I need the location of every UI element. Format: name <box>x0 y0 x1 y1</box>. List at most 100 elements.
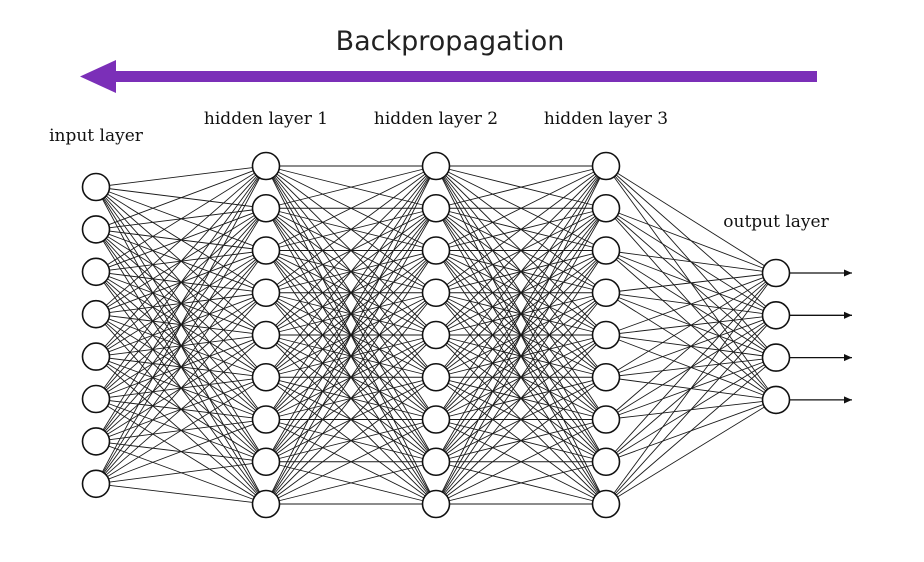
connection-l2-8-5 <box>435 376 607 505</box>
connection-l0-7-5 <box>95 376 267 485</box>
connection-l2-8-1 <box>435 208 607 505</box>
connection-l1-2-0 <box>265 165 437 251</box>
connection-l2-4-0 <box>435 165 607 336</box>
hidden2-neuron-4 <box>421 278 451 308</box>
connection-l0-4-0 <box>95 165 267 357</box>
hidden3-neuron-3 <box>591 236 621 265</box>
input-neuron-1 <box>81 172 111 202</box>
output-arrows <box>789 269 852 404</box>
input-neuron-8 <box>81 469 111 499</box>
connection-l0-7-7 <box>95 461 267 485</box>
connection-l1-8-6 <box>265 419 437 505</box>
connection-l0-7-3 <box>95 292 267 485</box>
connection-l1-7-0 <box>265 165 437 462</box>
hidden1-neuron-3 <box>251 236 281 265</box>
backpropagation-arrow <box>80 60 817 93</box>
hidden3-neuron-2 <box>591 193 621 223</box>
hidden3-neuron-6 <box>591 362 621 392</box>
connection-l2-2-0 <box>435 165 607 251</box>
hidden2-neuron-7 <box>421 405 451 434</box>
hidden-layer-3-label: hidden layer 3 <box>544 109 668 129</box>
connection-l0-7-1 <box>95 208 267 485</box>
hidden2-neuron-9 <box>421 489 451 519</box>
connection-l1-8-2 <box>265 250 437 505</box>
input-neuron-4 <box>81 299 111 329</box>
connection-l1-5-0 <box>265 165 437 378</box>
hidden1-neuron-6 <box>251 362 281 392</box>
output-neuron-2 <box>761 300 791 330</box>
connection-l3-8-3 <box>605 399 777 505</box>
connection-l0-7-4 <box>95 334 267 485</box>
connection-l1-8-0 <box>265 165 437 505</box>
hidden-layer-2-label: hidden layer 2 <box>374 109 498 129</box>
connection-l1-8-1 <box>265 208 437 505</box>
neurons <box>81 151 791 519</box>
connection-l2-8-3 <box>435 292 607 505</box>
input-neuron-2 <box>81 215 111 244</box>
hidden2-neuron-5 <box>421 320 451 350</box>
connection-l1-8-5 <box>265 376 437 505</box>
connection-l1-8-3 <box>265 292 437 505</box>
connection-l2-8-7 <box>435 461 607 505</box>
connection-l3-8-0 <box>605 272 777 505</box>
connection-l1-1-0 <box>265 165 437 209</box>
connection-l3-5-0 <box>605 272 777 378</box>
hidden3-neuron-4 <box>591 278 621 308</box>
input-neuron-3 <box>81 257 111 287</box>
hidden2-neuron-2 <box>421 193 451 223</box>
connection-l3-6-0 <box>605 272 777 420</box>
output-layer-label: output layer <box>723 212 829 232</box>
output-neuron-1 <box>761 258 791 288</box>
connection-l2-6-0 <box>435 165 607 420</box>
hidden1-neuron-1 <box>251 151 281 181</box>
hidden-layer-1-label: hidden layer 1 <box>204 109 328 129</box>
hidden1-neuron-7 <box>251 405 281 434</box>
connection-l2-8-4 <box>435 334 607 505</box>
hidden3-neuron-7 <box>591 405 621 434</box>
hidden3-neuron-8 <box>591 447 621 477</box>
connection-l3-8-2 <box>605 357 777 505</box>
connection-l0-7-6 <box>95 419 267 485</box>
hidden1-neuron-8 <box>251 447 281 477</box>
connection-l1-4-0 <box>265 165 437 336</box>
hidden2-neuron-6 <box>421 362 451 392</box>
connection-l0-7-2 <box>95 250 267 485</box>
connection-l2-3-0 <box>435 165 607 294</box>
connection-l0-3-0 <box>95 165 267 315</box>
connection-l3-3-0 <box>605 272 777 294</box>
connection-l1-8-4 <box>265 334 437 505</box>
connection-l0-7-0 <box>95 165 267 485</box>
input-neuron-6 <box>81 384 111 414</box>
connection-l0-1-0 <box>95 165 267 230</box>
hidden1-neuron-4 <box>251 278 281 308</box>
connection-l2-8-2 <box>435 250 607 505</box>
connection-l0-2-0 <box>95 165 267 273</box>
hidden3-neuron-5 <box>591 320 621 350</box>
hidden3-neuron-1 <box>591 151 621 181</box>
connection-l2-5-0 <box>435 165 607 378</box>
input-neuron-7 <box>81 427 111 456</box>
hidden1-neuron-9 <box>251 489 281 519</box>
output-neuron-4 <box>761 385 791 415</box>
hidden3-neuron-9 <box>591 489 621 519</box>
hidden2-neuron-8 <box>421 447 451 477</box>
connection-l1-6-0 <box>265 165 437 420</box>
connection-l1-8-7 <box>265 461 437 505</box>
connection-l3-2-0 <box>605 250 777 274</box>
connection-l3-0-0 <box>605 165 777 274</box>
input-layer-label: input layer <box>49 126 144 146</box>
connection-l1-3-0 <box>265 165 437 294</box>
backpropagation-title: Backpropagation <box>336 26 565 57</box>
connection-l0-0-0 <box>95 165 267 188</box>
connection-l2-7-0 <box>435 165 607 462</box>
input-neuron-5 <box>81 342 111 371</box>
connection-l2-8-6 <box>435 419 607 505</box>
hidden1-neuron-5 <box>251 320 281 350</box>
output-neuron-3 <box>761 343 791 372</box>
connection-l3-7-0 <box>605 272 777 463</box>
connection-l3-8-1 <box>605 314 777 505</box>
connection-l0-5-0 <box>95 165 267 400</box>
hidden2-neuron-1 <box>421 151 451 181</box>
connection-l3-1-0 <box>605 207 777 274</box>
hidden1-neuron-2 <box>251 193 281 223</box>
